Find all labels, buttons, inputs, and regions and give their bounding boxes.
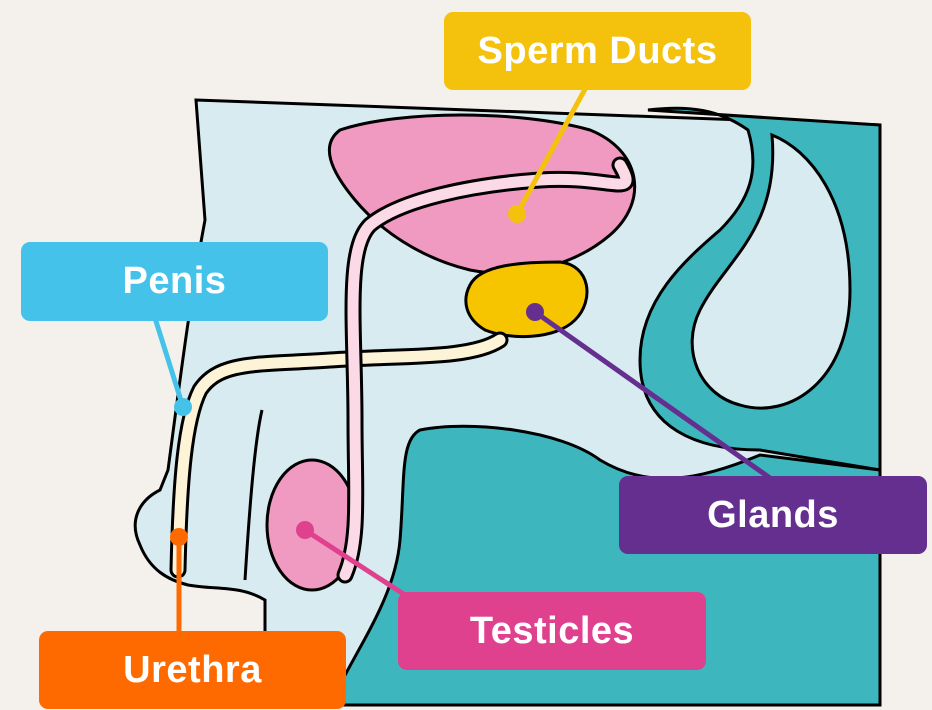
urethra-dot	[170, 528, 188, 546]
penis-pointer	[155, 318, 183, 407]
sperm-ducts-dot	[508, 205, 526, 223]
urethra-label: Urethra	[39, 631, 346, 709]
penis-dot	[174, 398, 192, 416]
testicles-label: Testicles	[398, 592, 706, 670]
glands-dot	[526, 303, 544, 321]
sperm-ducts-label: Sperm Ducts	[444, 12, 751, 90]
gland-shape	[466, 262, 587, 337]
testicles-dot	[296, 521, 314, 539]
glands-label: Glands	[619, 476, 927, 554]
penis-label: Penis	[21, 242, 328, 321]
